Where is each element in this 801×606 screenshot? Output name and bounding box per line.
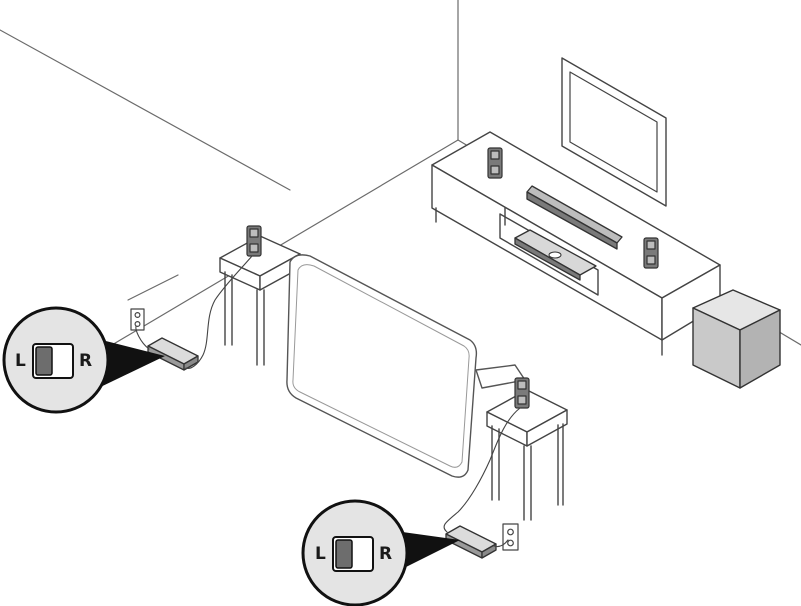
speaker-front-left <box>487 147 503 179</box>
wall-outlet-left <box>130 308 145 331</box>
switch-icon <box>32 343 74 379</box>
wall-outlet-right <box>502 523 519 551</box>
speaker-rear-right <box>514 377 530 409</box>
console-unit <box>514 229 597 281</box>
side-table-right <box>486 389 568 521</box>
soundbar <box>526 185 623 250</box>
switch-callout-right: L R <box>301 499 460 606</box>
speaker-rear-left <box>246 225 262 257</box>
sofa <box>286 254 526 478</box>
tv-console <box>431 131 721 356</box>
speaker-front-right <box>643 237 659 269</box>
cables <box>135 255 521 548</box>
switch-callout-left: L R <box>2 306 165 414</box>
tv <box>561 57 667 207</box>
switch-right-label: R <box>379 544 392 564</box>
switch-right-label: R <box>79 351 92 371</box>
switch-icon <box>332 536 374 572</box>
switch-left-label: L <box>315 544 326 564</box>
switch-left-label: L <box>15 351 26 371</box>
subwoofer <box>692 289 781 389</box>
